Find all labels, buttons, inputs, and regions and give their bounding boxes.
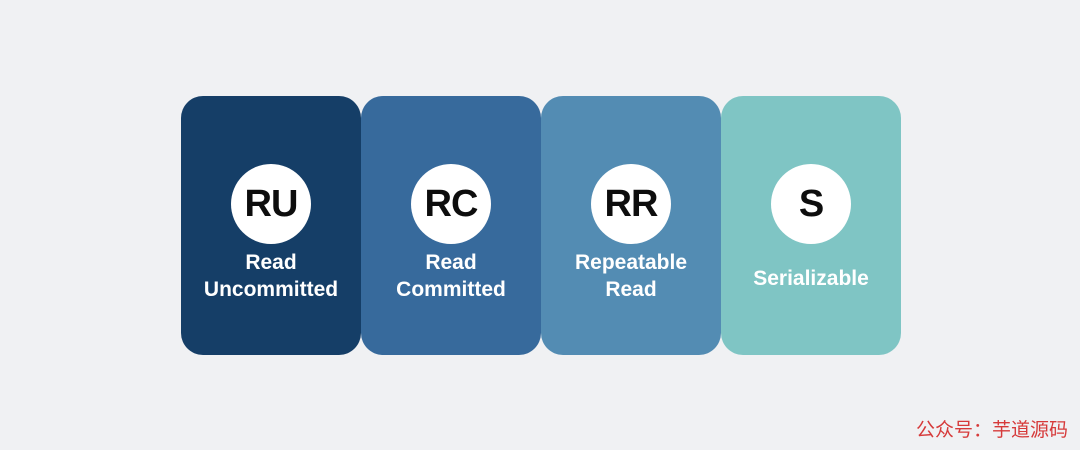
label-serializable: Serializable bbox=[753, 267, 869, 290]
card-read-committed: RC Read Committed bbox=[361, 96, 541, 355]
watermark-text: 公众号：芋道源码 bbox=[915, 419, 1068, 441]
card-repeatable-read: RR Repeatable Read bbox=[541, 96, 721, 355]
card-serializable: S Serializable bbox=[721, 96, 901, 355]
badge-rr: RR bbox=[591, 164, 671, 244]
badge-s: S bbox=[771, 164, 851, 244]
label-repeatable-read: Repeatable Read bbox=[574, 251, 688, 301]
label-read-committed: Read Committed bbox=[396, 251, 506, 301]
badge-ru: RU bbox=[231, 164, 311, 244]
card-read-uncommitted: RU Read Uncommitted bbox=[181, 96, 361, 355]
label-read-uncommitted: Read Uncommitted bbox=[203, 251, 339, 301]
badge-rc: RC bbox=[411, 164, 491, 244]
isolation-levels-diagram: RU Read Uncommitted RC Read Committed RR… bbox=[181, 96, 901, 355]
